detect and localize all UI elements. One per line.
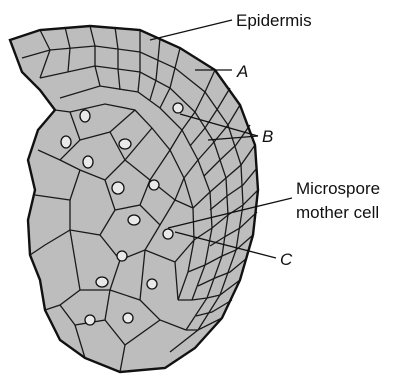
labels: Epidermis A B Microspore mother cell C <box>236 11 380 269</box>
label-c: C <box>280 250 293 269</box>
label-a: A <box>236 62 248 81</box>
anther-tissue <box>10 26 258 372</box>
label-microspore-line2: mother cell <box>296 203 379 222</box>
label-microspore-line1: Microspore <box>296 179 380 198</box>
leader-epidermis <box>150 20 232 40</box>
label-b: B <box>262 127 273 146</box>
label-epidermis: Epidermis <box>236 11 312 30</box>
